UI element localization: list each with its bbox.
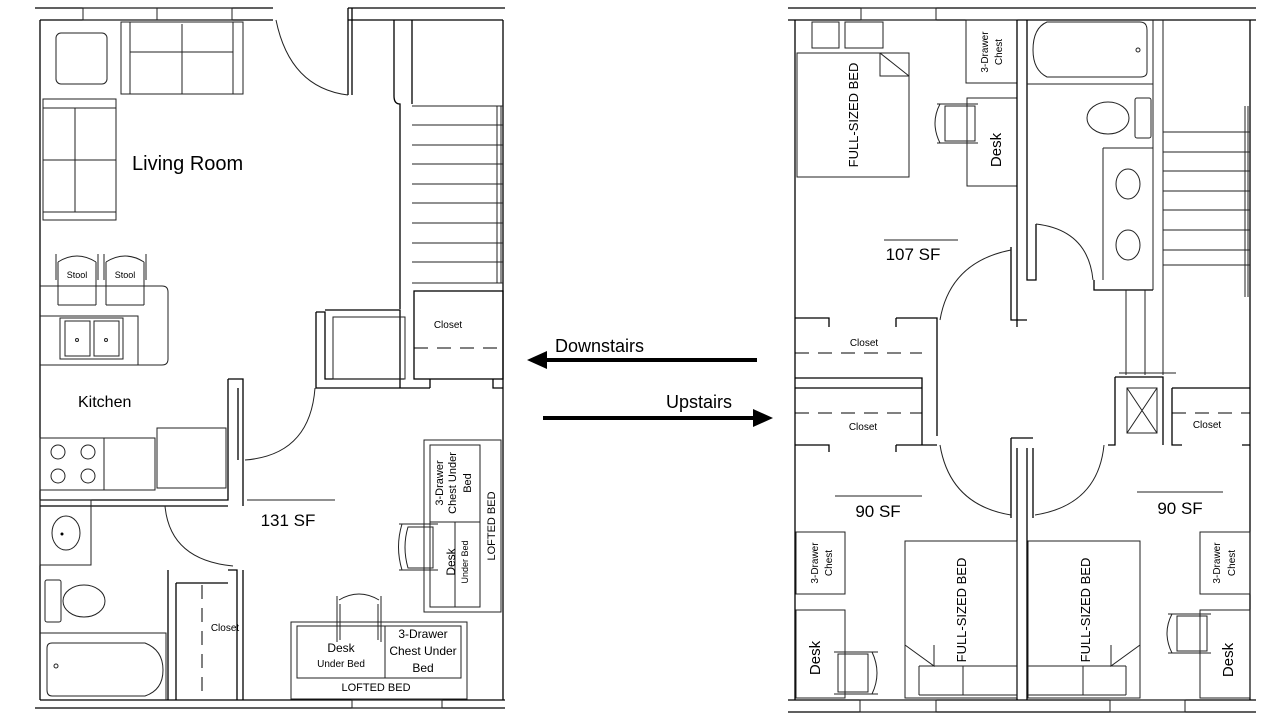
staircase — [393, 20, 503, 309]
svg-text:LOFTED BED: LOFTED BED — [341, 682, 410, 694]
upstairs-label: Upstairs — [666, 392, 732, 412]
loveseat — [42, 98, 117, 221]
downstairs-plan: Living Room Closet Stool Stool Kit — [35, 7, 505, 709]
cabinet — [332, 316, 406, 380]
svg-text:Bed: Bed — [462, 473, 474, 493]
svg-text:Desk: Desk — [807, 640, 824, 675]
toilet — [44, 579, 106, 623]
window — [156, 7, 233, 21]
area-label-top: 107 SF — [886, 245, 941, 264]
door-swing — [1034, 444, 1105, 516]
stool-label: Stool — [115, 270, 136, 280]
closet-label: Closet — [211, 623, 240, 634]
downstairs-arrow: Downstairs — [527, 336, 757, 369]
svg-text:Desk: Desk — [444, 547, 458, 575]
toilet — [1086, 97, 1152, 139]
chest-bottom-right: 3-Drawer Chest — [1199, 531, 1251, 595]
utility-shaft — [1108, 376, 1250, 446]
desk-bottom-right: Desk — [1199, 609, 1251, 699]
sofa — [120, 21, 244, 95]
svg-text:Chest Under: Chest Under — [389, 644, 456, 658]
bathtub — [1027, 21, 1153, 85]
stool: Stool — [55, 254, 99, 306]
closet-label: Closet — [850, 338, 879, 349]
refrigerator — [156, 427, 227, 489]
svg-text:FULL-SIZED BED: FULL-SIZED BED — [1078, 558, 1093, 663]
door-swing — [1035, 223, 1094, 281]
double-vanity — [1093, 20, 1154, 291]
desk-chair — [1166, 613, 1211, 654]
arrow-right-icon — [753, 409, 773, 427]
window — [351, 699, 443, 709]
double-sink — [59, 317, 124, 360]
svg-text:FULL-SIZED BED: FULL-SIZED BED — [954, 558, 969, 663]
bathroom-sink — [39, 499, 92, 566]
full-bed-bottom-left: FULL-SIZED BED — [904, 540, 1018, 699]
door-swing — [164, 505, 234, 567]
kitchen-label: Kitchen — [78, 394, 131, 411]
bathtub — [46, 642, 164, 697]
svg-text:FULL-SIZED BED: FULL-SIZED BED — [846, 63, 861, 168]
svg-text:Bed: Bed — [412, 661, 433, 675]
svg-text:LOFTED BED: LOFTED BED — [486, 491, 498, 560]
window — [82, 7, 158, 21]
desk-chair — [834, 651, 878, 695]
lofted-bed-right: 3-Drawer Chest Under Bed Desk Under Bed … — [423, 439, 502, 613]
desk-chair — [934, 103, 978, 144]
upstairs-plan: FULL-SIZED BED 3-Drawer Chest Desk 107 S… — [788, 7, 1256, 713]
area-label-bottom-right: 90 SF — [1157, 499, 1202, 518]
closet-label: Closet — [849, 422, 878, 433]
svg-text:Under Bed: Under Bed — [317, 659, 365, 670]
svg-text:3-Drawer: 3-Drawer — [980, 31, 991, 73]
door-swing — [939, 249, 1012, 321]
kitchen-counter — [103, 437, 156, 491]
window — [1109, 699, 1186, 713]
svg-text:Chest: Chest — [1227, 550, 1238, 576]
window — [859, 699, 937, 713]
arrow-left-icon — [527, 351, 547, 369]
full-bed-top: FULL-SIZED BED — [796, 21, 910, 178]
window — [860, 7, 937, 21]
chest-top: 3-Drawer Chest — [965, 19, 1018, 84]
svg-text:Desk: Desk — [327, 641, 355, 655]
svg-text:3-Drawer: 3-Drawer — [398, 627, 447, 641]
staircase — [1162, 20, 1250, 375]
counter — [40, 285, 169, 366]
svg-text:3-Drawer: 3-Drawer — [434, 460, 446, 506]
living-room-label: Living Room — [132, 153, 243, 175]
svg-text:Under Bed: Under Bed — [460, 540, 470, 583]
closet-label: Closet — [1193, 420, 1222, 431]
downstairs-label: Downstairs — [555, 336, 644, 356]
area-label: 131 SF — [261, 511, 316, 530]
stool-label: Stool — [67, 270, 88, 280]
svg-text:Desk: Desk — [1220, 642, 1237, 677]
lofted-bed-bottom: Desk Under Bed 3-Drawer Chest Under Bed … — [290, 621, 468, 700]
closet-label: Closet — [434, 320, 463, 331]
area-label-bottom-left: 90 SF — [855, 502, 900, 521]
upstairs-arrow: Upstairs — [543, 392, 773, 427]
door-swing — [939, 444, 1012, 516]
door-swing — [275, 19, 349, 96]
svg-text:Chest: Chest — [994, 39, 1005, 65]
svg-text:3-Drawer: 3-Drawer — [810, 542, 821, 584]
desk-chair — [398, 523, 438, 571]
svg-text:Desk: Desk — [988, 132, 1005, 167]
svg-text:Chest Under: Chest Under — [447, 452, 459, 514]
armchair — [55, 32, 108, 85]
stool: Stool — [103, 254, 147, 306]
svg-text:Chest: Chest — [824, 550, 835, 576]
stove — [39, 437, 105, 491]
svg-text:3-Drawer: 3-Drawer — [1212, 542, 1223, 584]
chest-bottom-left: 3-Drawer Chest — [795, 531, 846, 595]
door-swing — [244, 387, 316, 461]
desk-chair — [336, 593, 382, 642]
full-bed-bottom-right: FULL-SIZED BED — [1027, 540, 1141, 699]
